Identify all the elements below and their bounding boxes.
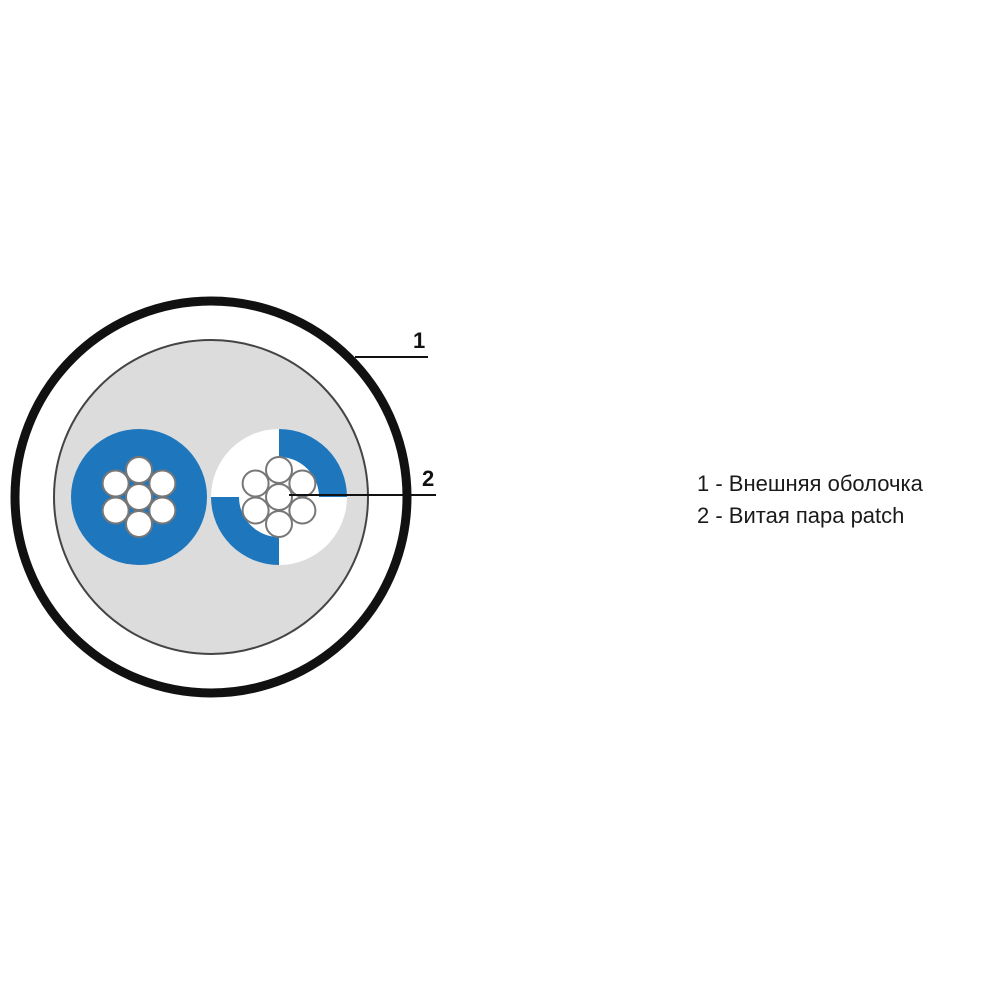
conductor-right-strand-2 (265, 456, 293, 484)
conductor-right-strand-6 (241, 496, 270, 525)
conductor-left (71, 429, 207, 565)
conductor-right-strand-5 (265, 510, 293, 538)
conductor-left-strand-7 (101, 469, 130, 498)
callout-1: 1 (355, 328, 428, 358)
legend-item-2: 2 - Витая пара patch (697, 503, 905, 528)
conductor-right-strand-1 (265, 483, 293, 511)
callout-2: 2 (289, 466, 436, 496)
conductor-left-strand-4 (148, 496, 177, 525)
callout-1-number: 1 (413, 328, 425, 353)
conductor-right-strands (241, 456, 317, 538)
conductor-right (211, 429, 347, 565)
conductor-right-strand-4 (288, 496, 317, 525)
conductor-left-strand-6 (101, 496, 130, 525)
conductor-right-strand-7 (241, 469, 270, 498)
legend-item-1: 1 - Внешняя оболочка (697, 471, 923, 496)
conductor-left-strand-5 (125, 510, 153, 538)
conductor-right-strand-3 (288, 469, 317, 498)
callout-2-number: 2 (422, 466, 434, 491)
conductor-left-strands (101, 456, 177, 538)
conductor-left-strand-1 (125, 483, 153, 511)
conductor-left-strand-2 (125, 456, 153, 484)
conductor-left-strand-3 (148, 469, 177, 498)
legend: 1 - Внешняя оболочка 2 - Витая пара patc… (697, 468, 923, 532)
